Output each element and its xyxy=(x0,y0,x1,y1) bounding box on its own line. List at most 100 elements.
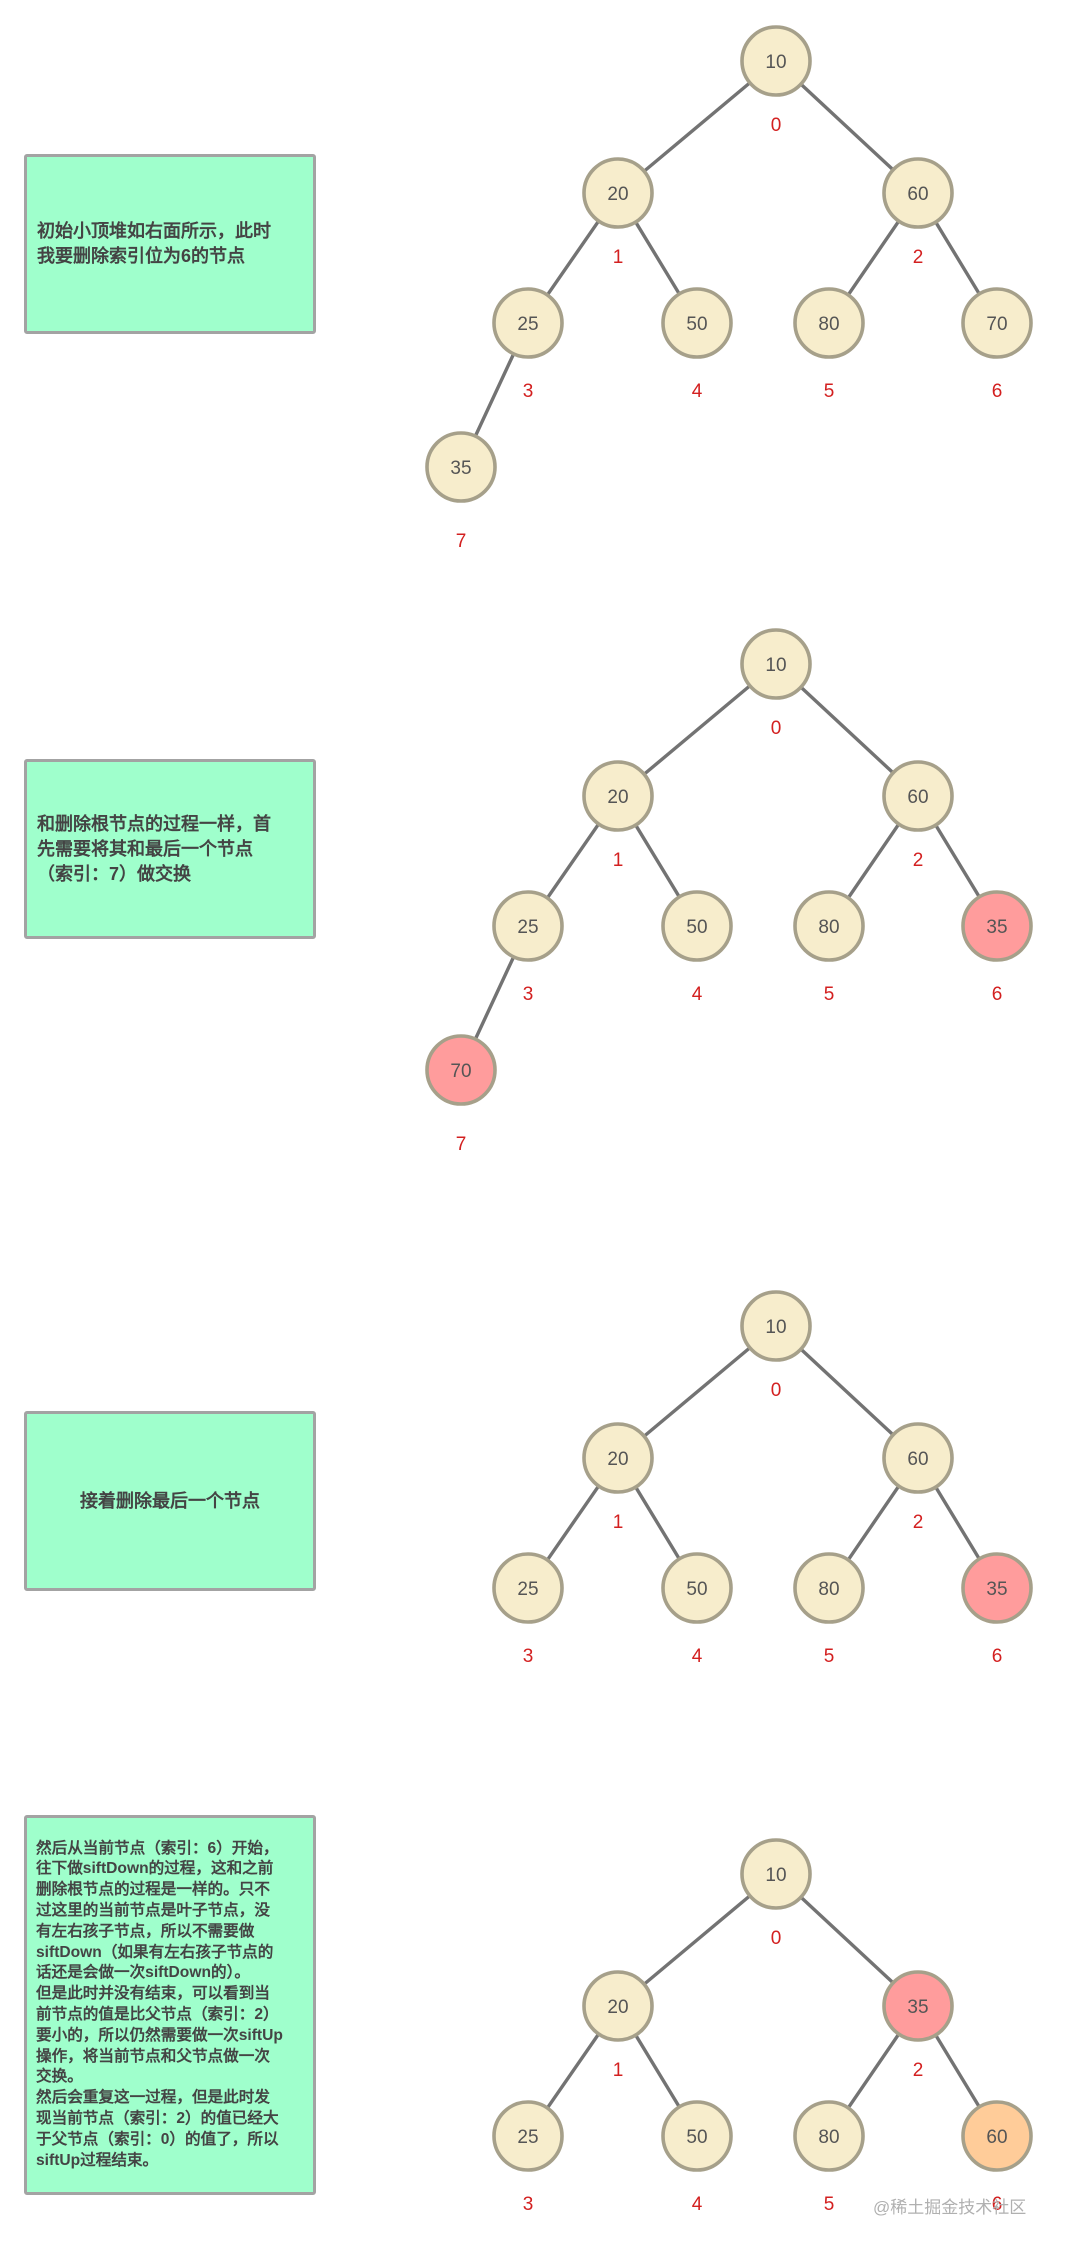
tree-edge xyxy=(544,2030,602,2112)
node-value: 20 xyxy=(607,1997,628,2018)
node-index-label: 5 xyxy=(824,984,835,1005)
heap-node xyxy=(661,287,733,359)
node-value: 35 xyxy=(986,917,1007,938)
tree-edge xyxy=(472,350,517,440)
watermark: @稀土掘金技术社区 xyxy=(873,2198,1027,2217)
node-value: 20 xyxy=(607,787,628,808)
tree-edge xyxy=(632,218,683,298)
node-index-label: 5 xyxy=(824,381,835,402)
node-index-label: 4 xyxy=(692,984,703,1005)
step-4-description: 然后从当前节点（索引：6）开始， 往下做siftDown的过程，这和之前 删除根… xyxy=(36,1839,283,2169)
tree-edge xyxy=(632,1483,683,1563)
node-value: 25 xyxy=(517,917,538,938)
tree-edge xyxy=(845,1482,902,1564)
node-index-label: 2 xyxy=(913,850,924,871)
tree-edge xyxy=(472,953,517,1043)
heap-node xyxy=(793,1552,865,1624)
tree-edge xyxy=(932,2031,983,2111)
heap-node xyxy=(492,287,564,359)
heap-node xyxy=(740,1290,812,1362)
heap-node xyxy=(582,1422,654,1494)
node-index-label: 6 xyxy=(992,2194,1003,2215)
heap-node xyxy=(793,287,865,359)
node-index-label: 5 xyxy=(824,1646,835,1667)
node-value: 20 xyxy=(607,184,628,205)
tree-edge xyxy=(640,79,754,175)
node-index-label: 3 xyxy=(523,1646,534,1667)
heap-node xyxy=(793,2100,865,2172)
node-value: 20 xyxy=(607,1449,628,1470)
heap-node xyxy=(740,1838,812,1910)
heap-node xyxy=(740,25,812,97)
node-index-label: 7 xyxy=(456,531,467,552)
tree-edge xyxy=(640,1344,754,1440)
node-value: 25 xyxy=(517,314,538,335)
node-value: 35 xyxy=(907,1997,928,2018)
node-value: 35 xyxy=(450,458,471,479)
node-value: 10 xyxy=(765,52,786,73)
node-index-label: 2 xyxy=(913,1512,924,1533)
node-value: 80 xyxy=(818,2127,839,2148)
tree-edge xyxy=(797,1894,897,1986)
node-value: 25 xyxy=(517,1579,538,1600)
tree-edge xyxy=(845,820,902,902)
step-2-description-box: 和删除根节点的过程一样，首 先需要将其和最后一个节点 （索引：7）做交换 xyxy=(24,759,316,939)
node-value: 35 xyxy=(986,1579,1007,1600)
tree-edge xyxy=(544,1482,602,1564)
node-index-label: 4 xyxy=(692,1646,703,1667)
node-value: 70 xyxy=(450,1061,471,1082)
tree-edge xyxy=(932,821,983,901)
heap-node xyxy=(961,1552,1033,1624)
heap-node xyxy=(661,2100,733,2172)
node-value: 10 xyxy=(765,1317,786,1338)
node-value: 25 xyxy=(517,2127,538,2148)
node-index-label: 7 xyxy=(456,1134,467,1155)
heap-node xyxy=(961,287,1033,359)
node-index-label: 0 xyxy=(771,1380,782,1401)
node-value: 80 xyxy=(818,1579,839,1600)
node-index-label: 1 xyxy=(613,1512,624,1533)
tree-edge xyxy=(932,218,983,298)
node-index-label: 6 xyxy=(992,1646,1003,1667)
step-3-description-box: 接着删除最后一个节点 xyxy=(24,1411,316,1591)
node-value: 80 xyxy=(818,314,839,335)
step-3-description: 接着删除最后一个节点 xyxy=(80,1490,260,1511)
node-value: 10 xyxy=(765,1865,786,1886)
step-1-description: 初始小顶堆如右面所示，此时 我要删除索引位为6的节点 xyxy=(37,221,271,266)
node-value: 60 xyxy=(907,787,928,808)
tree-edge xyxy=(932,1483,983,1563)
heap-node xyxy=(492,890,564,962)
node-value: 70 xyxy=(986,314,1007,335)
step-2-description: 和删除根节点的过程一样，首 先需要将其和最后一个节点 （索引：7）做交换 xyxy=(37,813,271,884)
heap-node xyxy=(492,2100,564,2172)
heap-node xyxy=(961,890,1033,962)
tree-edge xyxy=(544,217,602,299)
tree-edge xyxy=(632,821,683,901)
heap-node xyxy=(582,157,654,229)
node-index-label: 4 xyxy=(692,2194,703,2215)
heap-node xyxy=(740,628,812,700)
heap-node xyxy=(425,431,497,503)
node-value: 50 xyxy=(686,2127,707,2148)
node-index-label: 3 xyxy=(523,984,534,1005)
heap-node xyxy=(661,1552,733,1624)
node-value: 60 xyxy=(907,184,928,205)
node-index-label: 0 xyxy=(771,1928,782,1949)
tree-edge xyxy=(797,684,897,776)
node-value: 50 xyxy=(686,1579,707,1600)
node-value: 10 xyxy=(765,655,786,676)
heap-node xyxy=(582,760,654,832)
tree-edge xyxy=(640,682,754,778)
heap-node xyxy=(793,890,865,962)
tree-edge xyxy=(797,81,897,173)
node-index-label: 2 xyxy=(913,247,924,268)
heap-node xyxy=(661,890,733,962)
node-value: 50 xyxy=(686,314,707,335)
heap-node xyxy=(425,1034,497,1106)
node-index-label: 4 xyxy=(692,381,703,402)
tree-edge xyxy=(845,217,902,299)
node-index-label: 6 xyxy=(992,984,1003,1005)
node-index-label: 6 xyxy=(992,381,1003,402)
